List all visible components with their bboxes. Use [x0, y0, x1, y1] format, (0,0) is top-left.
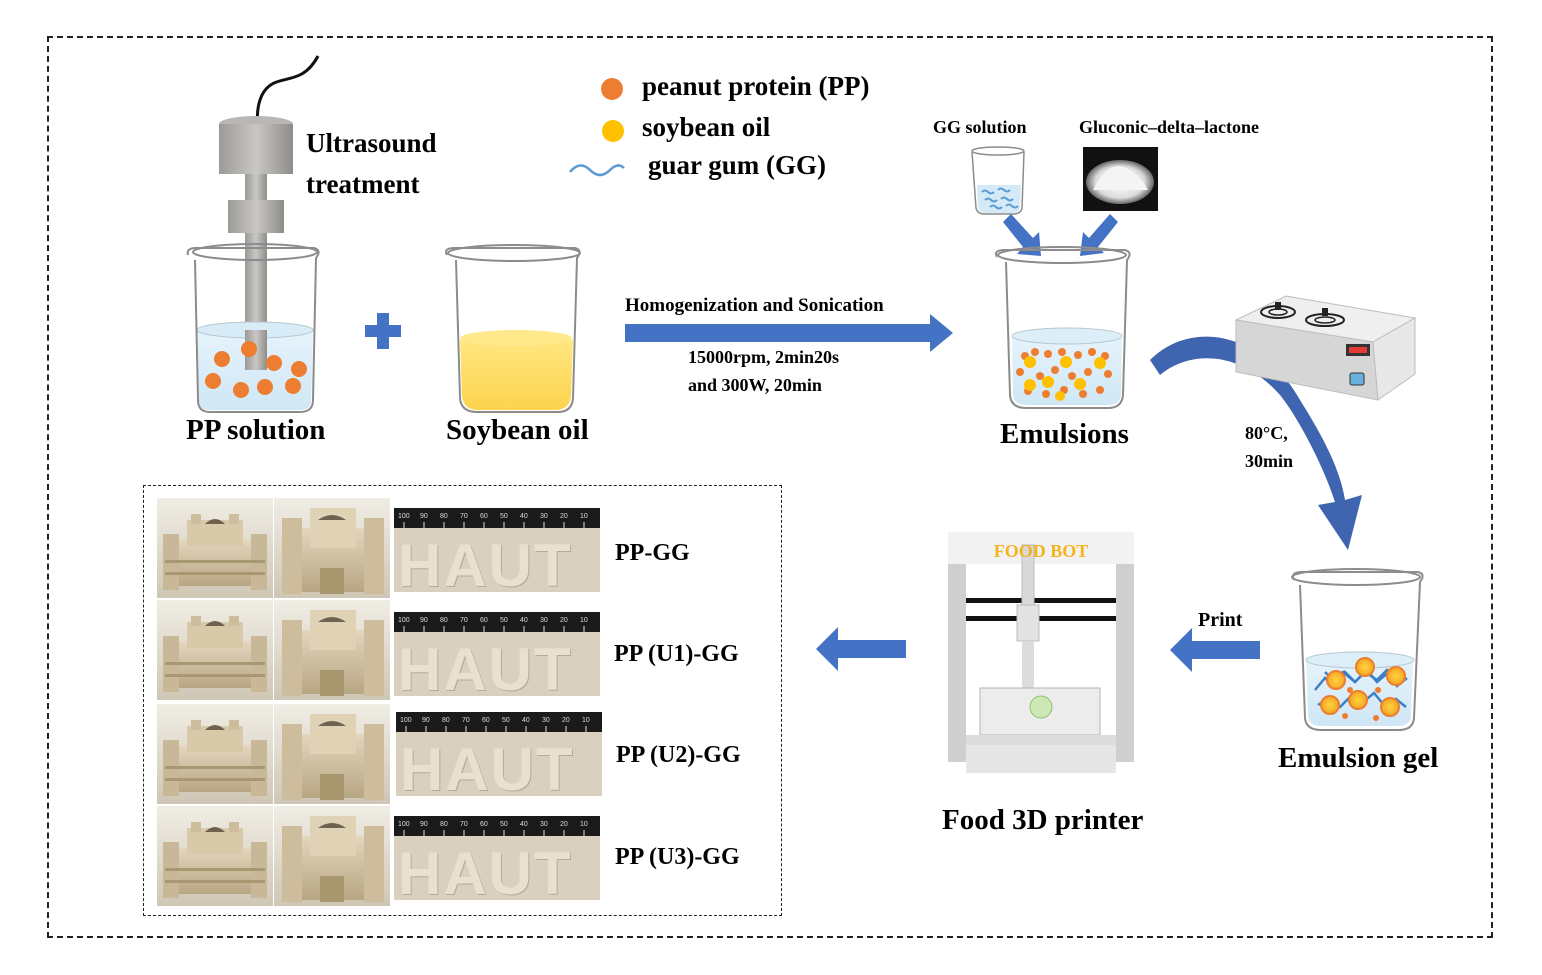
- food-3d-printer-icon: [948, 532, 1134, 773]
- sample-label-2: PP (U1)-GG: [614, 641, 739, 667]
- plus-icon: [365, 313, 401, 349]
- results-dashed-frame: [143, 485, 782, 916]
- emulsions-label: Emulsions: [1000, 418, 1129, 450]
- ultrasound-label-1: Ultrasound: [306, 128, 437, 158]
- legend-soybean-oil: soybean oil: [642, 112, 771, 142]
- conditions-label-1: 15000rpm, 2min20s: [688, 347, 840, 367]
- gdl-powder-photo: [1083, 147, 1158, 211]
- gg-solution-beaker-icon: [971, 146, 1025, 215]
- ultrasound-label-2: treatment: [306, 169, 420, 199]
- haut-print-3: HAUT: [400, 736, 575, 803]
- print-arrow-icon: [1170, 628, 1260, 672]
- blue-wave-icon: [569, 164, 625, 177]
- conditions-label-2: and 300W, 20min: [688, 375, 822, 395]
- water-bath-icon: [1234, 295, 1417, 401]
- soybean-oil-label: Soybean oil: [446, 414, 589, 446]
- orange-dot-icon: [601, 78, 623, 100]
- legend-peanut-protein: peanut protein (PP): [642, 71, 870, 101]
- homogenization-arrow-icon: [625, 314, 953, 352]
- emulsion-gel-label: Emulsion gel: [1278, 742, 1439, 774]
- pp-solution-label: PP solution: [186, 414, 326, 446]
- heat-label-2: 30min: [1245, 451, 1294, 471]
- legend-guar-gum: guar gum (GG): [648, 150, 827, 180]
- emulsion-beaker-icon: [995, 246, 1131, 409]
- haut-print-2: HAUT: [398, 636, 573, 703]
- printer-label: Food 3D printer: [942, 804, 1144, 836]
- haut-print-1: HAUT: [398, 532, 573, 599]
- homogenization-label: Homogenization and Sonication: [625, 295, 884, 316]
- sample-label-3: PP (U2)-GG: [616, 742, 741, 768]
- gg-down-arrow-icon: [1003, 214, 1041, 256]
- result-arrow-icon: [816, 627, 906, 671]
- sample-label-1: PP-GG: [615, 540, 690, 566]
- soybean-oil-beaker-icon: [445, 244, 581, 413]
- pp-solution-beaker-icon: [186, 243, 320, 413]
- outer-dashed-frame: [47, 36, 1493, 938]
- gg-solution-label: GG solution: [933, 117, 1027, 137]
- printer-brand-label: FOOD BOT: [993, 541, 1089, 561]
- print-label: Print: [1198, 609, 1243, 631]
- emulsion-gel-beaker-icon: [1291, 568, 1424, 731]
- heat-label-1: 80°C,: [1245, 423, 1288, 443]
- gdl-label: Gluconic–delta–lactone: [1079, 117, 1259, 137]
- haut-print-4: HAUT: [398, 840, 573, 907]
- sample-label-4: PP (U3)-GG: [615, 844, 740, 870]
- curved-heating-arrow-icon: [1150, 336, 1362, 550]
- gdl-down-arrow-icon: [1080, 214, 1118, 256]
- yellow-dot-icon: [602, 120, 624, 142]
